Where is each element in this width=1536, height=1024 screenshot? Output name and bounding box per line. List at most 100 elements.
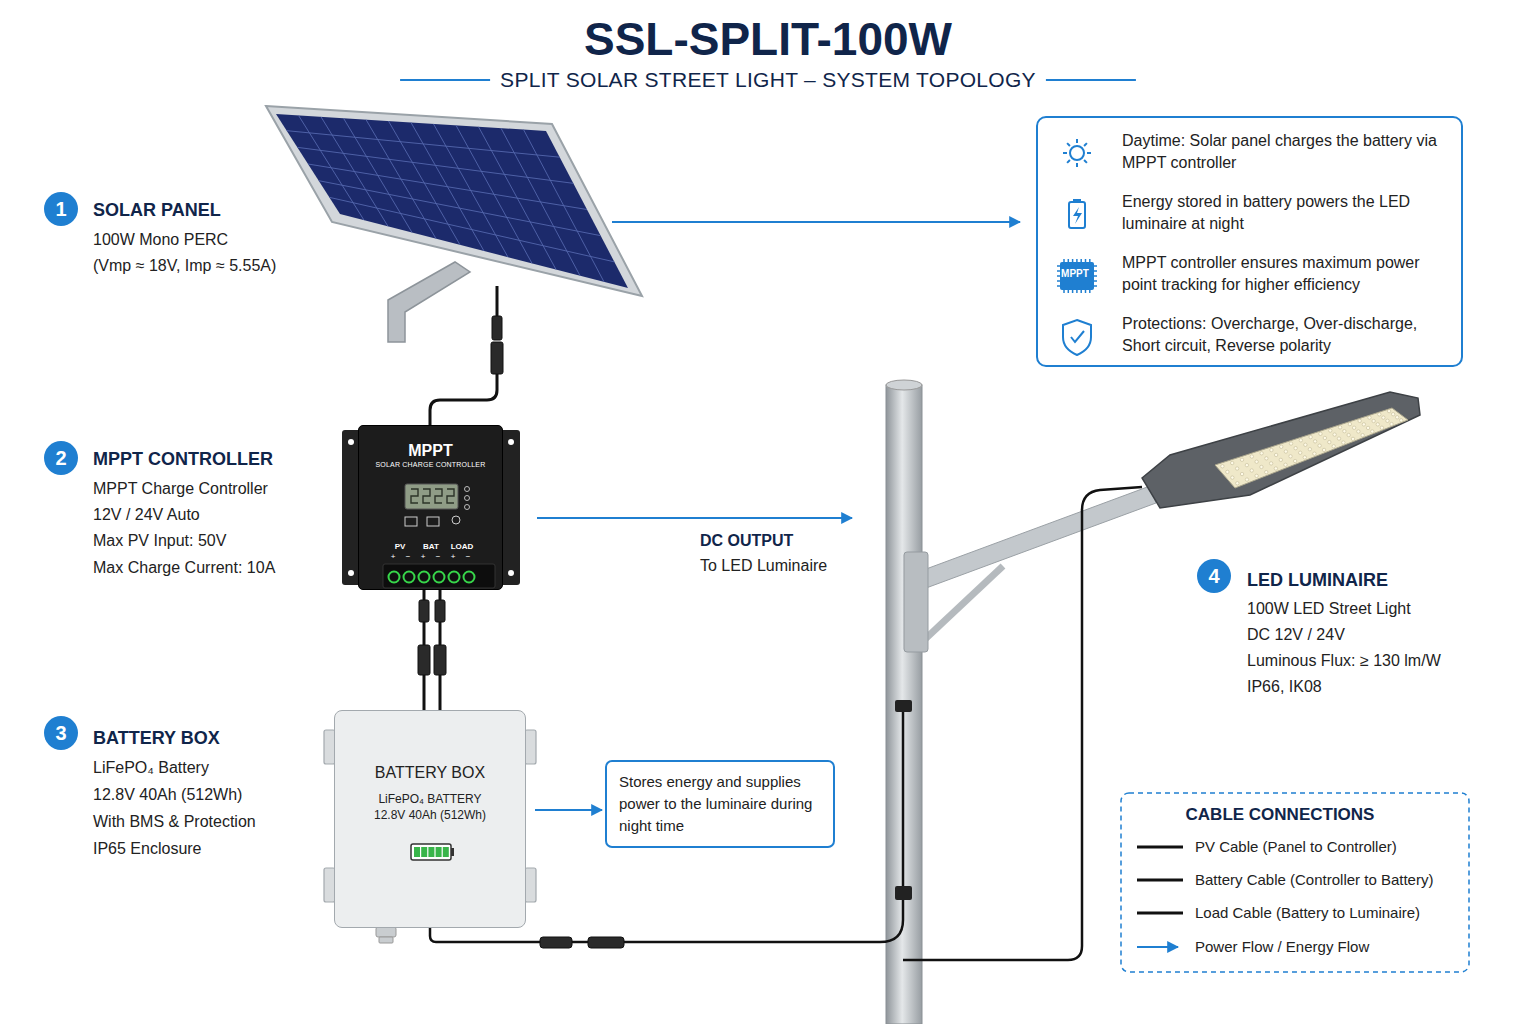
info-icon [1063,259,1065,262]
led-chips [1284,463,1287,466]
cable-connector [434,645,446,675]
led-chips [1357,430,1360,433]
controller-panel [465,496,470,501]
controller-panel [464,572,475,583]
info-icon [1069,202,1085,228]
callout-number: 3 [55,721,66,745]
info-icon [1076,259,1078,262]
led-luminaire [1142,392,1420,508]
info-icon [1057,270,1060,272]
info-icon [1071,331,1084,342]
controller-flange [348,439,354,445]
node-text: BATTERY BOX [335,763,525,783]
led-chips [1318,444,1321,447]
node-text: MPPT controller ensures maximum power po… [1122,243,1452,304]
load-cable [903,487,1142,960]
info-icon [1072,290,1074,293]
cable-gland [379,937,393,943]
legend-box [1121,793,1469,972]
controller-panel [427,517,439,526]
legend-text: Power Flow / Energy Flow [1195,938,1369,956]
led-chips [1348,422,1351,425]
terminal-label: PV [395,542,406,552]
spec-text: LiFePO₄ Battery [93,758,209,777]
info-icon [1084,143,1087,146]
led-chips [1378,413,1381,416]
led-chips [1250,455,1253,458]
battery-box: BATTERY BOXLiFePO₄ BATTERY12.8V 40Ah (51… [334,710,526,928]
info-icon [1057,275,1060,277]
led-chips [1371,430,1374,433]
led-chips [1309,435,1312,438]
led-chips [1352,426,1355,429]
led-chips [1313,440,1316,443]
led-chips [1387,409,1390,412]
led-chips [1313,452,1316,455]
info-icon [1057,280,1060,282]
controller-panel [465,487,470,492]
info-icon [1080,290,1082,293]
solar-panel [266,106,642,296]
controller-panel [435,489,442,503]
led-chips [1221,409,1403,485]
cable-connector [491,342,503,374]
led-chips [1358,419,1361,422]
legend-sample [1137,879,1183,882]
led-chips [1245,463,1248,466]
led-chips [1255,474,1258,477]
led-chips [1376,423,1379,426]
controller-panel [419,572,430,583]
led-chips [1386,419,1389,422]
info-icon [1068,259,1070,262]
controller-panel [404,572,415,583]
cable-connector [418,645,430,675]
flow-arrow [612,221,1020,223]
legend-sample [1137,846,1183,849]
cable-connector [435,600,445,622]
led-chips [1332,445,1335,448]
legend-sample [1137,847,1183,947]
battery-level-icon [443,847,449,857]
legend-text: Battery Cable (Controller to Battery) [1195,871,1433,889]
led-chips [1299,439,1302,442]
terminal-sign: − [406,552,411,562]
solar-cell-grid [329,197,614,262]
info-panel: Daytime: Solar panel charges the battery… [1036,116,1463,367]
led-chips [1319,432,1322,435]
led-chips [1265,457,1268,460]
controller-panel [434,572,445,583]
battery-level-icon [436,847,442,857]
led-chips [1265,470,1268,473]
info-icon [1067,143,1070,146]
info-icon [1076,139,1078,143]
info-icon [1067,160,1070,163]
cable-gland [376,927,396,937]
battery-latch [525,868,536,902]
diagram-title: SSL-SPLIT-100W [584,12,952,67]
led-chips [1337,437,1340,440]
info-icon [1085,259,1087,262]
cable-connector [588,937,624,948]
led-chips [1323,436,1326,439]
info-icon [1063,320,1091,355]
led-chips [1235,467,1238,470]
led-chips [1304,443,1307,446]
controller-flange [348,570,354,576]
led-chips [1333,433,1336,436]
battery-level-icon [428,847,434,857]
led-chips [1231,461,1234,464]
terminal-sign: + [421,552,426,562]
led-chips [1366,426,1369,429]
led-chips [1240,472,1243,475]
callout-circle [44,441,78,475]
node-text: Daytime: Solar panel charges the battery… [1122,121,1452,182]
led-chips [1289,455,1292,458]
part-heading: SOLAR PANEL [93,200,221,222]
pole-clamp [895,886,912,900]
street-pole [886,380,922,390]
info-icon [1094,270,1097,272]
cable-connector [492,316,502,340]
led-chips [1255,460,1258,463]
legend-text: PV Cable (Panel to Controller) [1195,838,1397,856]
callout-circle [44,192,78,226]
